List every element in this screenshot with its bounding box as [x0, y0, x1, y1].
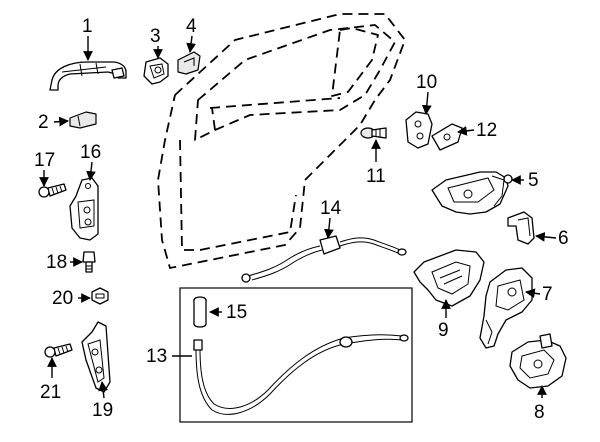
handle-bracket-part: [143, 57, 169, 85]
screw-part: [38, 183, 67, 198]
bracket-part: [507, 211, 535, 245]
latch-cover-part: [413, 249, 485, 307]
outside-handle-part: [49, 61, 127, 91]
callout-7: 7: [542, 284, 553, 305]
handle-cap-part: [69, 111, 97, 129]
striker-part: [405, 111, 433, 149]
callout-5: 5: [528, 170, 539, 191]
callout-8: 8: [534, 402, 545, 423]
callout-3: 3: [150, 26, 161, 47]
callout-12: 12: [476, 120, 497, 141]
push-pin-part: [360, 127, 387, 139]
cable-assembly-box: [179, 287, 413, 423]
callout-10: 10: [416, 72, 437, 93]
nut-part: [91, 287, 109, 305]
callout-14: 14: [320, 198, 342, 219]
leader-lines: [39, 35, 557, 399]
latch-part: [509, 333, 567, 389]
plug-part: [193, 296, 207, 328]
callout-9: 9: [438, 320, 449, 341]
lock-assembly-part: [479, 267, 533, 349]
callout-18: 18: [46, 252, 67, 273]
cable-part: [241, 235, 407, 283]
callout-6: 6: [558, 228, 569, 249]
callout-1: 1: [82, 16, 93, 37]
inside-handle-part: [431, 171, 513, 215]
callout-17: 17: [34, 150, 55, 171]
callout-13: 13: [146, 346, 167, 367]
check-strap-part: [81, 321, 111, 393]
clip-plate-part: [431, 123, 463, 151]
callout-2: 2: [38, 112, 49, 133]
door-outline: [157, 13, 406, 269]
inner-cable-part: [193, 334, 409, 415]
callout-20: 20: [52, 288, 73, 309]
callout-19: 19: [92, 400, 113, 421]
screw-part-21: [44, 343, 73, 358]
hinge-part: [69, 177, 99, 241]
callout-21: 21: [40, 382, 61, 403]
clip-part: [177, 51, 201, 75]
callout-labels: 1 2 3 4 5 6 7 8 9 10 11 12 13 14 15 16 1…: [34, 16, 569, 423]
bolt-part: [82, 251, 96, 273]
callout-16: 16: [80, 142, 101, 163]
callout-4: 4: [186, 16, 197, 37]
callout-15: 15: [226, 302, 247, 323]
callout-11: 11: [366, 166, 386, 187]
